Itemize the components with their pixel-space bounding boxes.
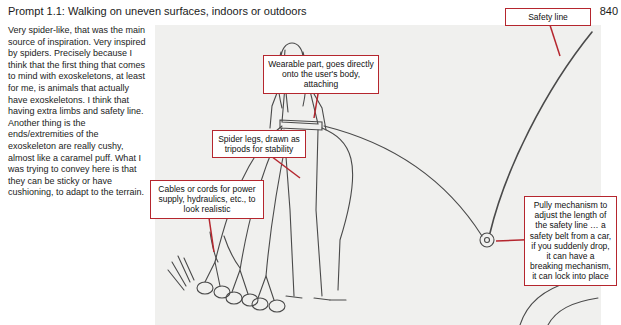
pulley-hub <box>485 238 490 243</box>
notes-paragraph: Very spider-like, that was the main sour… <box>8 25 149 199</box>
callout-box: Cables or cords for power supply, hydrau… <box>150 180 264 219</box>
feet <box>286 296 330 300</box>
callout-text: Wearable part, goes directly onto the us… <box>268 59 374 90</box>
cushion-pad <box>269 300 285 312</box>
spider-leg-right <box>322 128 353 300</box>
callout-text: Safety line <box>510 12 586 22</box>
cushion-pad <box>252 298 268 310</box>
page-number: 840 <box>596 5 618 18</box>
belt <box>280 120 322 130</box>
callout-text: Pully mechanism to adjust the length of … <box>529 200 612 282</box>
grass-strokes <box>168 256 194 290</box>
cushion-pad <box>197 282 213 294</box>
pulley <box>480 233 494 247</box>
line-to-pulley <box>324 126 482 236</box>
callout-box: Pully mechanism to adjust the length of … <box>524 196 617 286</box>
callout-text: Spider legs, drawn as tripods for stabil… <box>217 134 301 154</box>
cushion-pad <box>242 294 258 306</box>
cushion-pad <box>226 292 242 304</box>
cushion-pad <box>214 286 230 298</box>
callout-text: Cables or cords for power supply, hydrau… <box>155 184 259 215</box>
callout-box: Spider legs, drawn as tripods for stabil… <box>212 130 306 158</box>
callout-box: Wearable part, goes directly onto the us… <box>263 55 379 94</box>
cables <box>210 232 240 268</box>
diagram-title: Prompt 1.1: Walking on uneven surfaces, … <box>8 5 568 18</box>
callout-box: Safety line <box>505 8 591 26</box>
